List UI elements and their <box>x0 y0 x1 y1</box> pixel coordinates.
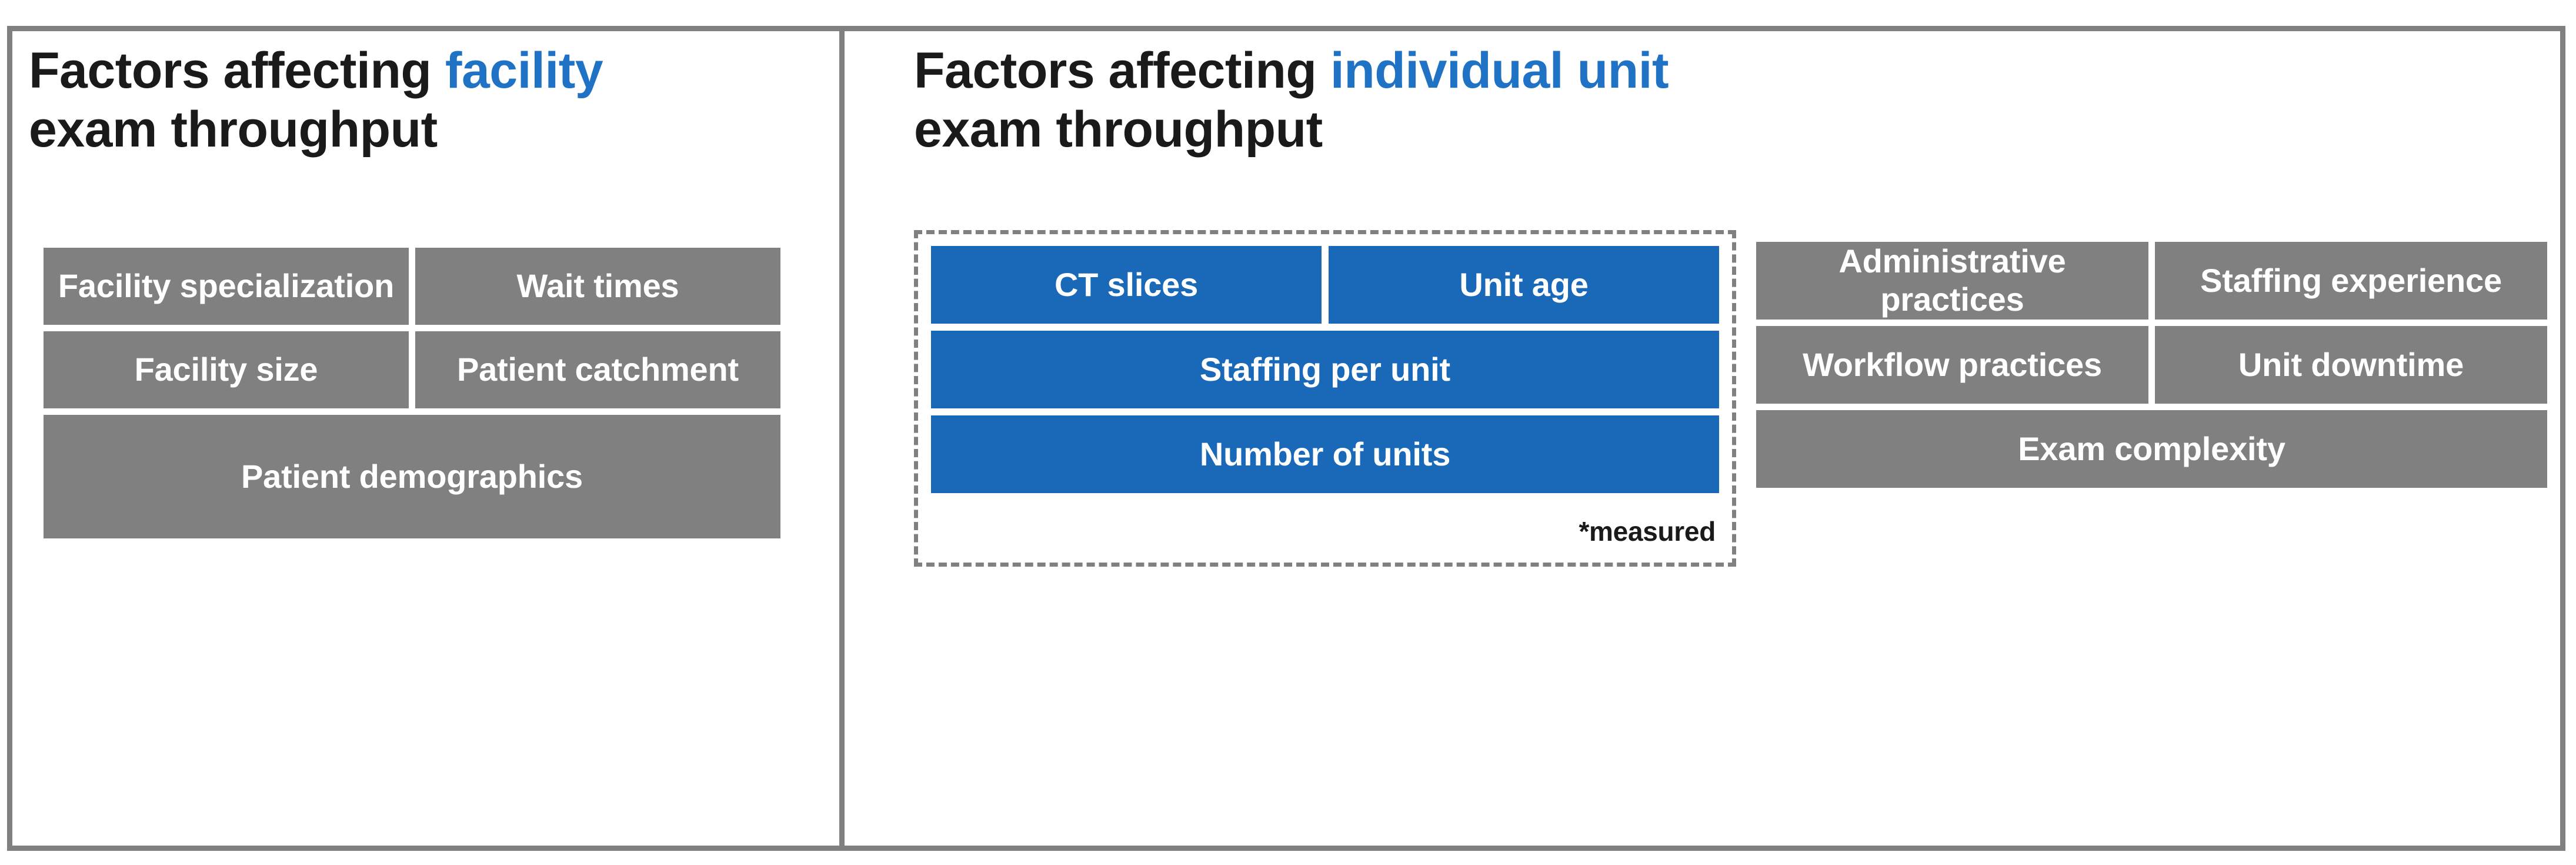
factor-box-ct-slices[interactable]: CT slices <box>931 246 1322 324</box>
factor-box-workflow-practices[interactable]: Workflow practices <box>1756 326 2148 404</box>
factor-box-wait-times[interactable]: Wait times <box>415 248 780 325</box>
factors-diagram: Factors affecting facility exam throughp… <box>7 26 2565 851</box>
factor-label: Facility size <box>134 351 318 388</box>
factor-label: Number of units <box>1199 435 1451 473</box>
unit-panel-title: Factors affecting individual unit exam t… <box>914 42 2208 159</box>
factor-box-staffing-experience[interactable]: Staffing experience <box>2155 242 2547 320</box>
facility-factors-grid: Facility specialization Wait times Facil… <box>44 248 780 545</box>
factor-box-patient-demographics[interactable]: Patient demographics <box>44 415 780 538</box>
factor-label: Staffing per unit <box>1200 350 1450 388</box>
unit-factors-content: CT slices Unit age Staffing per unit Num… <box>914 230 2560 567</box>
facility-title-prefix: Factors affecting <box>29 42 445 99</box>
measured-footnote: *measured <box>1579 516 1716 547</box>
factor-box-facility-specialization[interactable]: Facility specialization <box>44 248 409 325</box>
factor-row: CT slices Unit age <box>931 246 1719 324</box>
factor-box-unit-downtime[interactable]: Unit downtime <box>2155 326 2547 404</box>
factor-label: Unit downtime <box>2238 345 2464 383</box>
factor-label: Workflow practices <box>1803 345 2102 383</box>
factor-label: Unit age <box>1459 265 1589 303</box>
unit-title-prefix: Factors affecting <box>914 42 1330 99</box>
factor-box-staffing-per-unit[interactable]: Staffing per unit <box>931 331 1719 408</box>
factor-row: Facility specialization Wait times <box>44 248 780 325</box>
factor-row: Exam complexity <box>1756 410 2547 488</box>
factor-box-unit-age[interactable]: Unit age <box>1329 246 1719 324</box>
factor-row: Administrative practices Staffing experi… <box>1756 242 2547 320</box>
measured-factors-group: CT slices Unit age Staffing per unit Num… <box>914 230 1736 567</box>
unit-title-accent: individual unit <box>1330 42 1669 99</box>
factor-row: Number of units <box>931 415 1719 493</box>
facility-title-suffix: exam throughput <box>29 101 438 158</box>
factor-box-facility-size[interactable]: Facility size <box>44 331 409 408</box>
factor-label: CT slices <box>1054 265 1199 303</box>
other-unit-factors-grid: Administrative practices Staffing experi… <box>1756 230 2547 494</box>
factor-row: Patient demographics <box>44 415 780 538</box>
factor-label: Wait times <box>516 267 679 305</box>
factor-label: Administrative practices <box>1838 242 2066 318</box>
factor-label: Facility specialization <box>58 267 395 305</box>
unit-title-suffix: exam throughput <box>914 101 1323 158</box>
factor-row: Staffing per unit <box>931 331 1719 408</box>
factor-box-exam-complexity[interactable]: Exam complexity <box>1756 410 2547 488</box>
facility-factors-panel: Factors affecting facility exam throughp… <box>12 31 845 846</box>
factor-row: Workflow practices Unit downtime <box>1756 326 2547 404</box>
factor-label: Staffing experience <box>2200 261 2502 299</box>
facility-title-accent: facility <box>445 42 603 99</box>
factor-label: Exam complexity <box>2018 430 2285 467</box>
factor-row: Facility size Patient catchment <box>44 331 780 408</box>
factor-label: Patient catchment <box>457 351 739 388</box>
unit-factors-panel: Factors affecting individual unit exam t… <box>845 31 2560 846</box>
factor-label: Patient demographics <box>241 457 583 495</box>
facility-panel-title: Factors affecting facility exam throughp… <box>29 42 817 159</box>
factor-box-number-of-units[interactable]: Number of units <box>931 415 1719 493</box>
factor-box-patient-catchment[interactable]: Patient catchment <box>415 331 780 408</box>
factor-box-administrative-practices[interactable]: Administrative practices <box>1756 242 2148 320</box>
